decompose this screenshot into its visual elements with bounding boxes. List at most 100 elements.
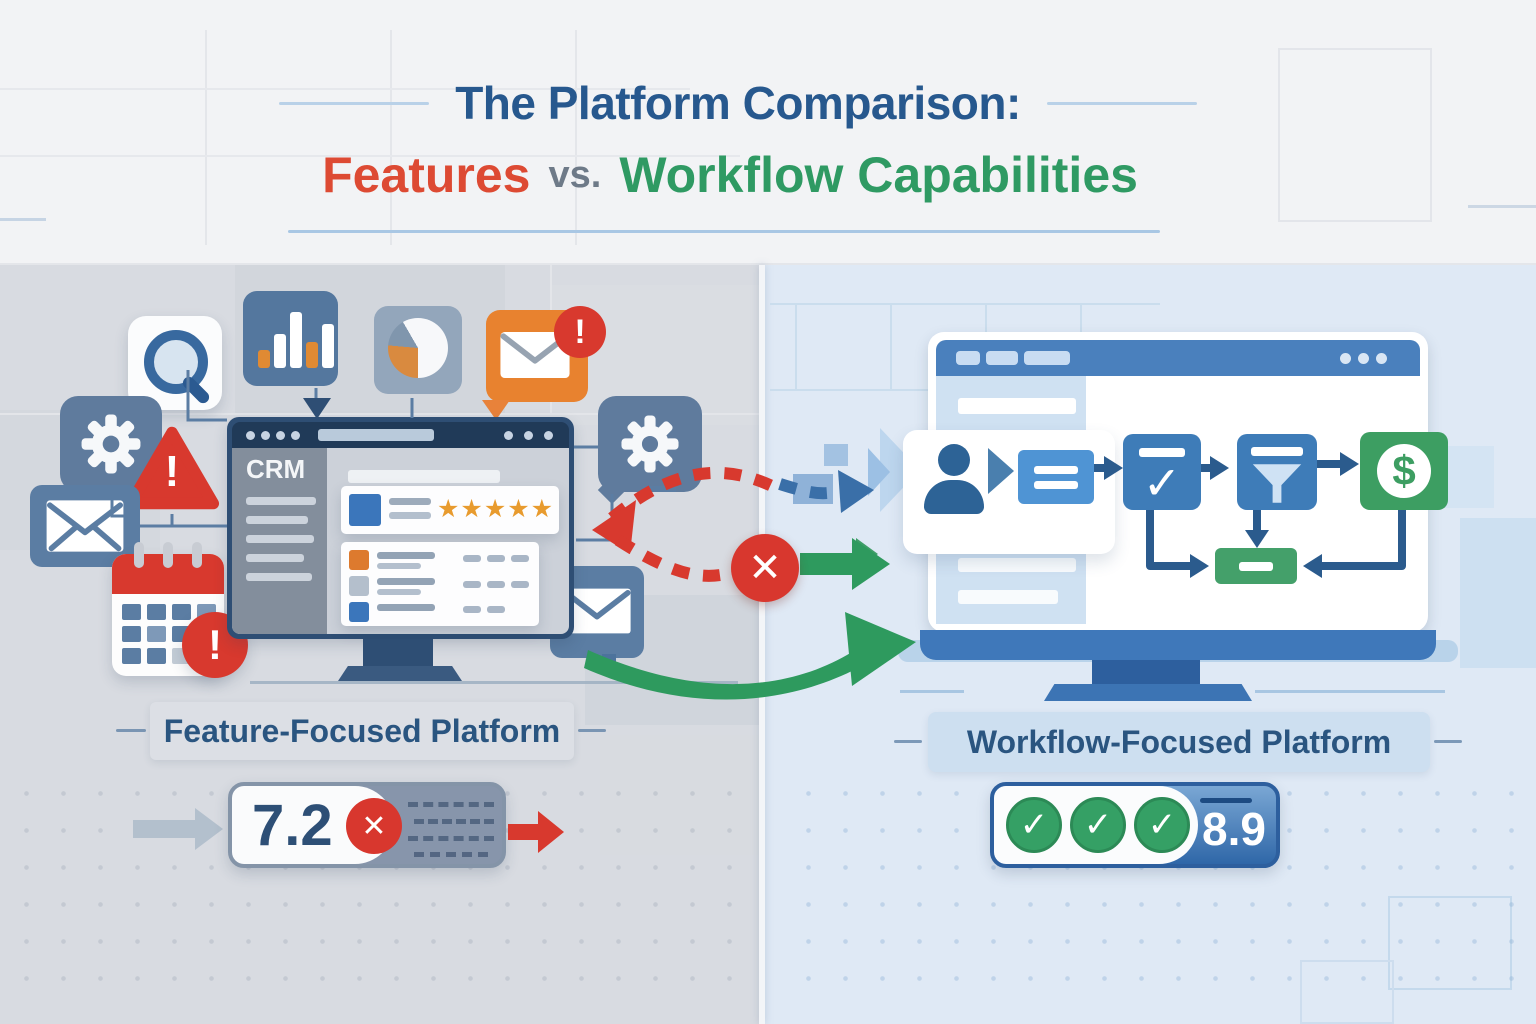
left-score-arrow-out-head [538,811,564,853]
crm-sidebar: CRM [232,448,327,634]
right-deco-square [793,474,833,504]
check-glyph: ✓ [1147,806,1177,844]
pie-chart-icon [374,306,462,394]
window-dot [544,431,553,440]
table-cell-line [511,581,529,588]
dashed-row [408,802,494,807]
table-cell-line [487,555,505,562]
browser-tab [986,351,1018,365]
alert-badge: ! [554,306,606,358]
title-side-line [1046,101,1197,105]
left-monitor-stand-base [338,666,462,681]
crm-menu-line [246,497,316,505]
sidebar-line [958,590,1058,604]
right-monitor-stand-base [1044,684,1252,701]
browser-topbar [936,340,1420,376]
contact-avatar-square [349,494,381,526]
crm-menu-line [246,554,304,562]
title-row-2: Features vs. Workflow Capabilities [0,146,1460,204]
user-icon [924,444,984,518]
envelope-glyph [46,500,124,552]
cross-glyph: ✕ [361,809,387,843]
chart-bar [290,312,302,368]
row-swatch [349,576,369,596]
window-dot [246,431,255,440]
sidebar-line [958,398,1076,414]
left-panel-tile [600,735,763,855]
text-line [377,589,421,595]
crm-menu-line [246,535,314,543]
gear-glyph [621,415,679,473]
bg-grid-line [0,88,690,90]
left-score-value: 7.2 [252,793,333,858]
chart-bar [306,342,318,368]
bg-grid-line [575,30,577,245]
browser-tab [1024,351,1070,365]
dollar-node-icon: $ [1360,432,1448,510]
table-cell-line [463,581,481,588]
bg-grid-line [0,155,740,157]
title-vs: vs. [548,153,602,196]
gear-glyph [81,414,141,474]
alert-exclaim: ! [574,312,586,351]
dashed-row [414,819,494,824]
card-line [1034,481,1078,489]
text-line [389,498,431,505]
chart-bar [274,334,286,368]
panel-divider [759,265,765,1024]
crm-toolbar-line [348,470,500,483]
window-dot [504,431,513,440]
funnel-glyph [1252,464,1302,503]
card-line [1034,466,1078,474]
right-platform-label: Workflow-Focused Platform [966,723,1392,760]
desk-line [250,681,738,684]
gear-icon [597,396,702,505]
right-deco-outline [1300,960,1394,1024]
right-score-value: 8.9 [1202,803,1266,855]
check-glyph: ✓ [1019,806,1049,844]
window-dot [1340,353,1351,364]
user-head [938,444,970,476]
alert-exclaim: ! [208,621,222,668]
check-circle: ✓ [1070,797,1126,853]
sidebar-line [958,558,1076,572]
left-score-arrow-out [508,824,538,840]
bg-grid-line [1468,205,1536,208]
bg-grid-line [0,218,46,221]
browser-topbar [232,422,569,448]
triangle-exclaim: ! [164,447,180,496]
check-glyph: ✓ [1083,806,1113,844]
left-monitor-stand-neck [363,639,433,666]
alert-triangle-icon: ! [124,424,220,512]
left-platform-label: Feature-Focused Platform [163,712,561,749]
right-score-badge: ✓ ✓ ✓ 8.9 [990,782,1280,868]
task-card-icon [1018,450,1094,504]
banner-side-dash [116,729,146,732]
dashed-row [408,836,494,841]
calendar-ring [163,542,173,568]
title-underline [288,230,1160,233]
left-score-x-badge: ✕ [346,798,402,854]
bar-chart-icon [243,291,338,386]
check-glyph: ✓ [1142,457,1182,509]
window-dot [1358,353,1369,364]
right-deco-outline [1388,896,1512,990]
right-platform-banner: Workflow-Focused Platform [928,712,1430,772]
browser-tab [956,351,980,365]
crm-rating-card: ★★★★★ [341,486,559,534]
bg-grid-line [205,30,207,245]
banner-side-dash [894,740,922,743]
result-node-icon [1215,548,1297,584]
score-top-dash [1200,798,1252,803]
table-cell-line [463,555,481,562]
right-grid-line [795,303,797,391]
right-deco-square [1460,518,1536,668]
chart-bar [258,350,270,368]
dollar-glyph: $ [1392,447,1416,494]
envelope-glyph [500,331,570,379]
calendar-ring [134,542,144,568]
window-dot [524,431,533,440]
rejection-x-badge: ✕ [731,534,799,602]
header-band: The Platform Comparison: Features vs. Wo… [0,0,1536,265]
desk-line [900,690,964,693]
